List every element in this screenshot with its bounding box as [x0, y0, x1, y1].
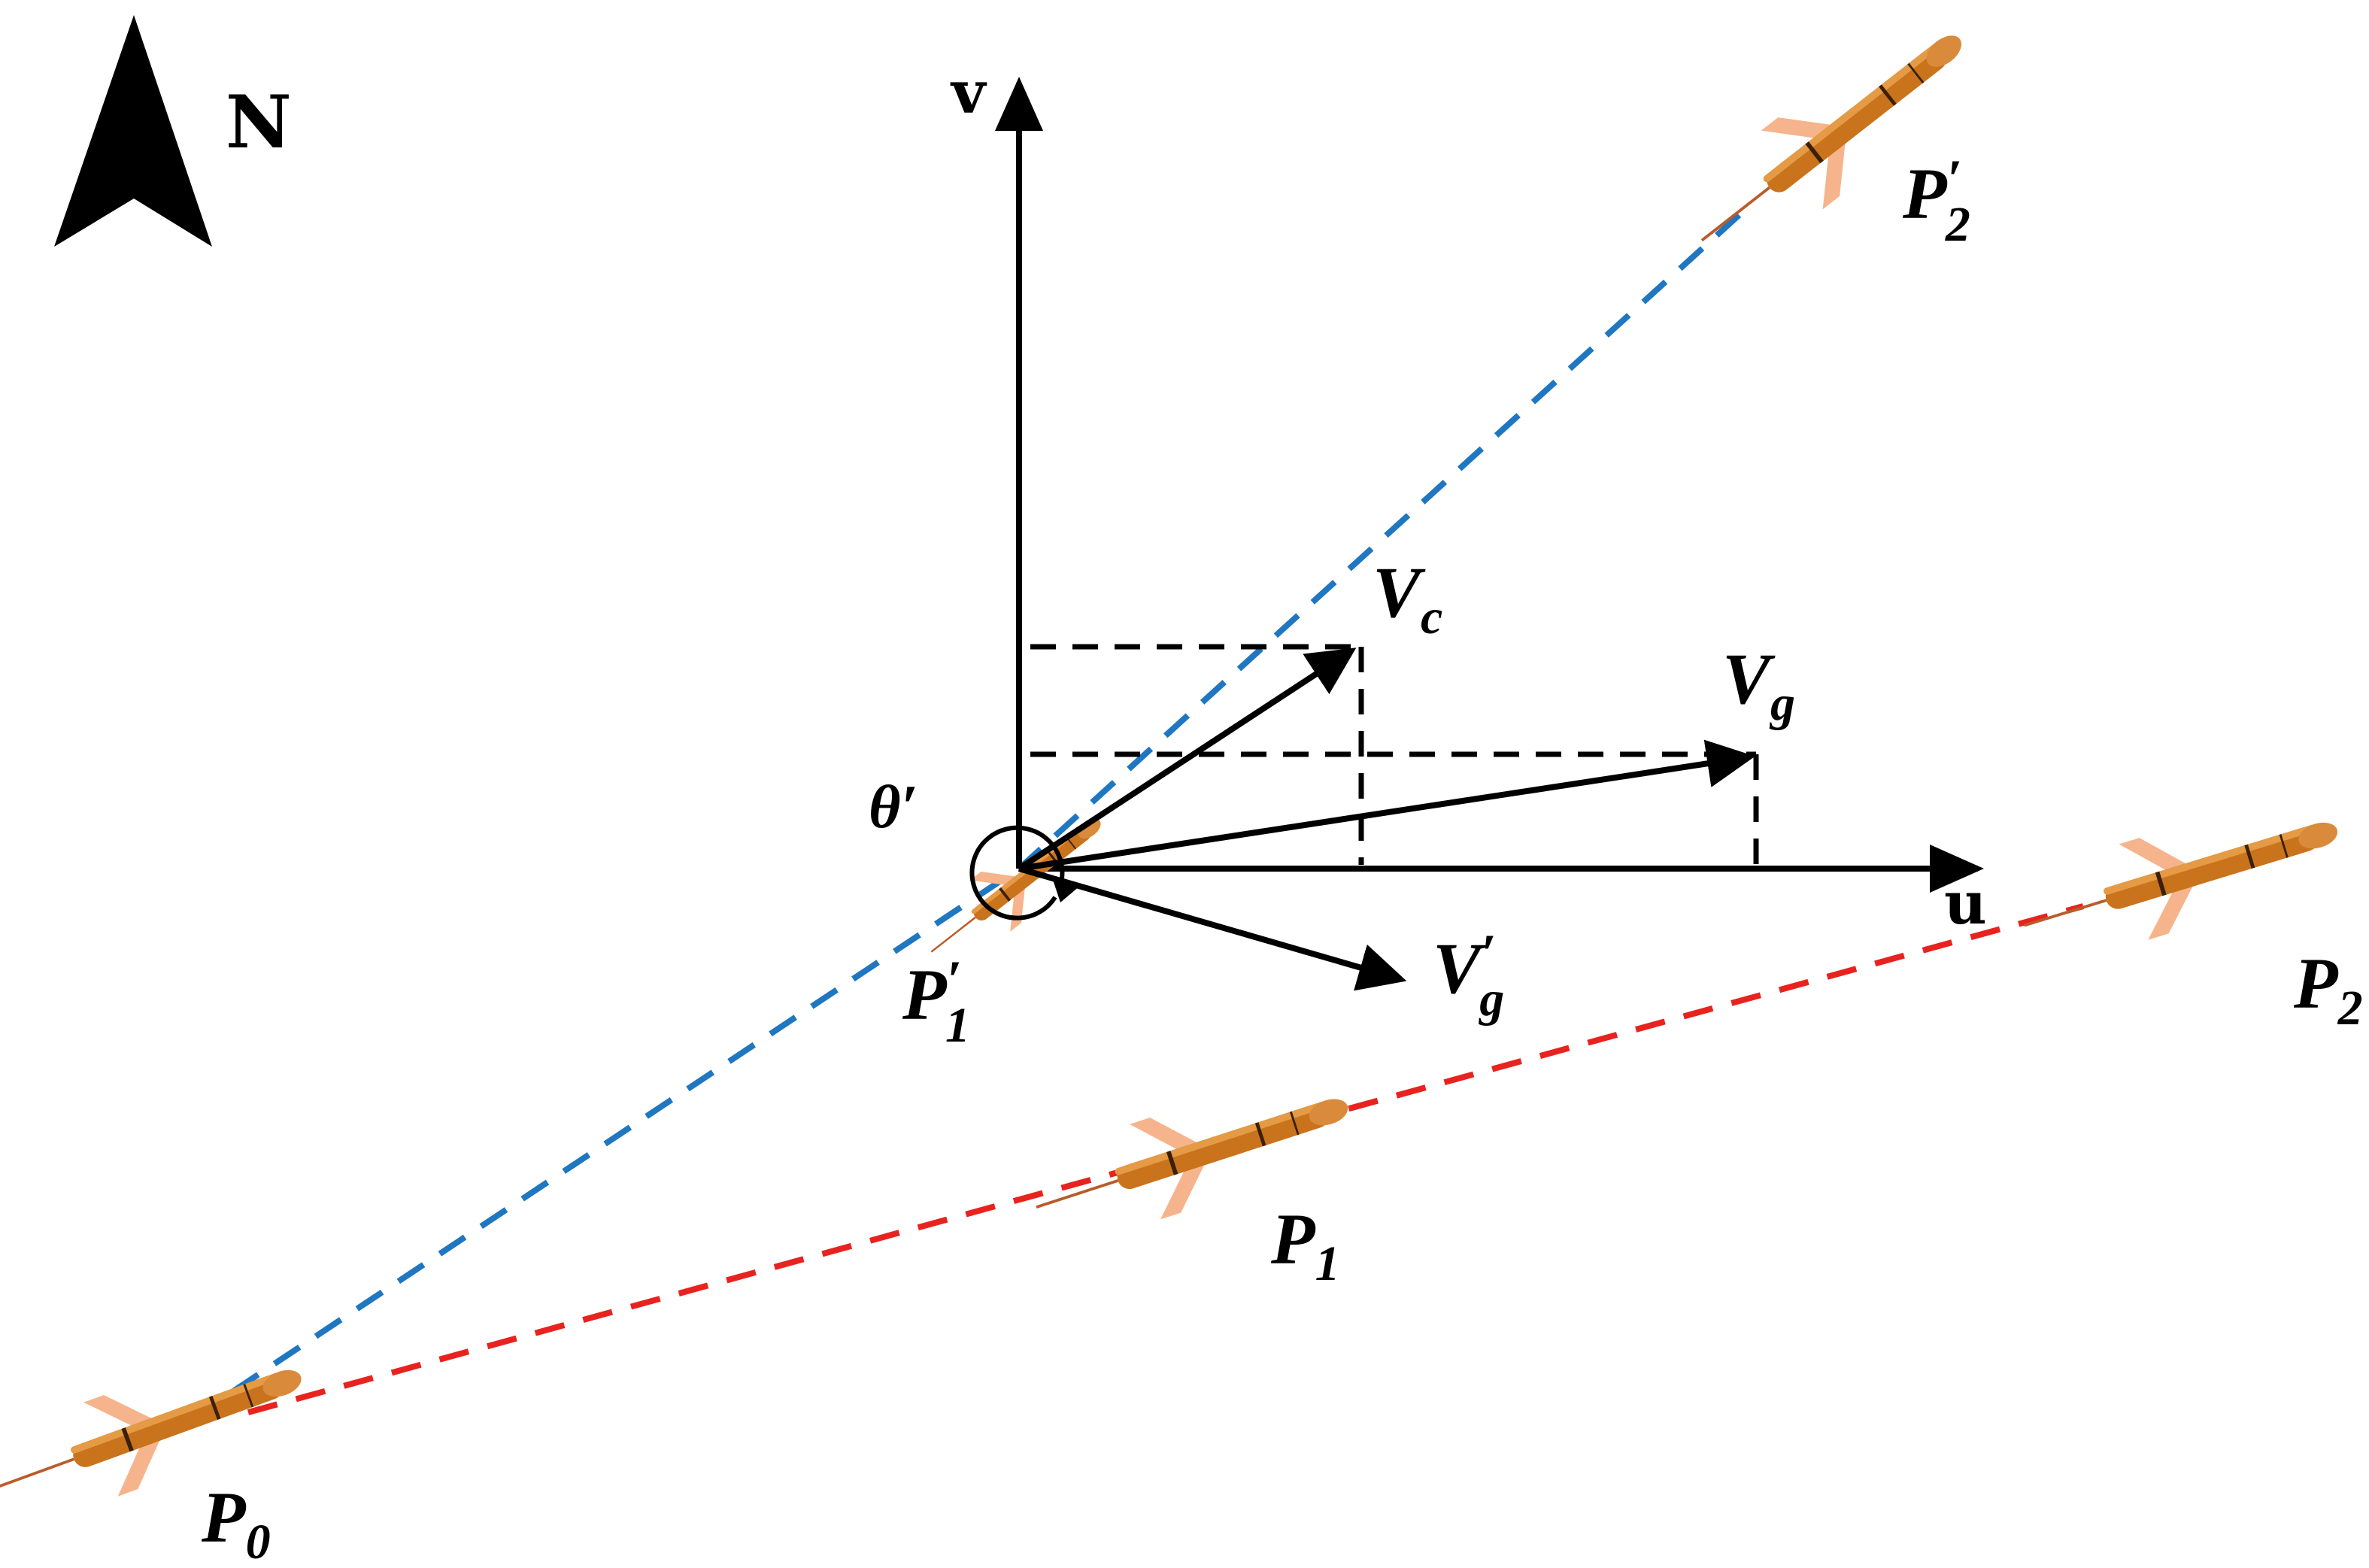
vc-vector [1017, 648, 1357, 872]
theta-symbol: θ [869, 772, 901, 841]
p1-sub: 1 [1315, 1236, 1340, 1291]
vg-prime-vector [1018, 866, 1407, 991]
p0-label: P0 [201, 1477, 271, 1568]
p0-main: P [201, 1477, 247, 1557]
vg-prime-main: V [1433, 928, 1486, 1008]
v-axis-label: v [950, 59, 987, 127]
north-label: N [226, 80, 292, 165]
theta-angle-arc [969, 825, 1080, 920]
p2-prime-label: P′2 [1902, 149, 1970, 252]
vg-sub: g [1769, 676, 1795, 731]
vg-prime-label: V′g [1433, 924, 1504, 1027]
p2-main: P [2293, 943, 2339, 1024]
vg-vector [1018, 739, 1755, 872]
underwater-glider-icon [0, 1330, 318, 1536]
vg-main: V [1722, 638, 1776, 719]
underwater-glider-icon [1671, 0, 1991, 280]
vg-prime-sub: g [1478, 972, 1504, 1027]
p1-main: P [1270, 1199, 1316, 1279]
p2-prime-mark: ′ [1947, 149, 1962, 209]
p1-prime-mark: ′ [947, 950, 962, 1010]
vc-main: V [1373, 552, 1426, 632]
p1-prime-sub: 1 [945, 998, 970, 1053]
p2-prime-main: P [1902, 153, 1948, 234]
vg-label: Vg [1722, 638, 1795, 731]
p0-sub: 0 [246, 1515, 271, 1568]
vc-sub: c [1421, 590, 1442, 644]
p1-prime-label: P′1 [902, 950, 970, 1053]
actual-path-line [231, 201, 1755, 1394]
p1-prime-main: P [902, 954, 948, 1035]
p1-label: P1 [1270, 1199, 1340, 1291]
vc-label: Vc [1373, 552, 1442, 644]
vg-prime-mark: ′ [1481, 924, 1496, 984]
p2-sub: 2 [2337, 981, 2363, 1036]
u-axis-label: u [1944, 869, 1987, 938]
north-arrow-icon [54, 15, 212, 247]
vg-projection-lines [1030, 751, 1759, 865]
vc-projection-lines [1030, 644, 1364, 865]
p2-prime-sub: 2 [1945, 197, 1970, 252]
theta-prime-mark: ′ [901, 772, 918, 841]
theta-prime-label: θ′ [869, 772, 918, 841]
p2-label: P2 [2293, 943, 2363, 1036]
